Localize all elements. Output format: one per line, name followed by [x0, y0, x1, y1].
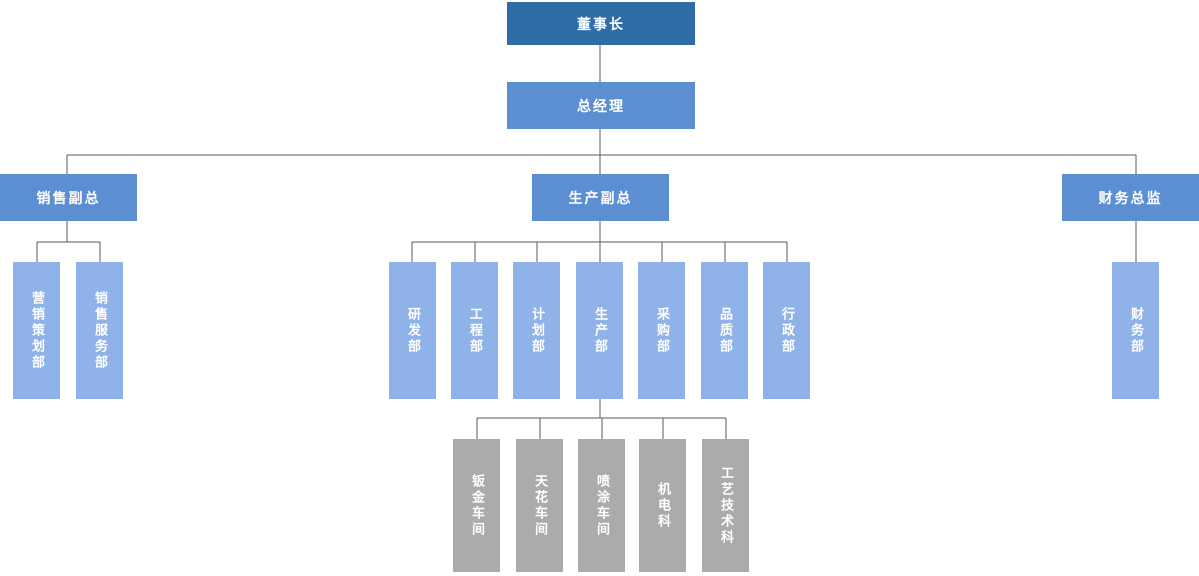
node-sheet-metal-workshop[interactable]: 钣金车间	[453, 439, 500, 572]
node-production-vp[interactable]: 生产副总	[532, 174, 669, 221]
node-marketing-planning-dept[interactable]: 营销策划部	[13, 262, 60, 399]
node-rd-dept[interactable]: 研发部	[389, 262, 436, 399]
connector-workshops-branch	[476, 399, 727, 439]
node-engineering-dept-label: 工程部	[467, 306, 482, 355]
node-marketing-planning-dept-label: 营销策划部	[29, 290, 44, 371]
node-planning-dept[interactable]: 计划部	[513, 262, 560, 399]
node-rd-dept-label: 研发部	[405, 306, 420, 355]
node-general-manager-label: 总经理	[577, 98, 625, 115]
node-spray-workshop[interactable]: 喷涂车间	[578, 439, 625, 572]
node-purchasing-dept[interactable]: 采购部	[638, 262, 685, 399]
node-purchasing-dept-label: 采购部	[654, 306, 669, 355]
node-finance-director[interactable]: 财务总监	[1062, 174, 1199, 221]
node-chairman[interactable]: 董事长	[507, 2, 695, 45]
node-finance-dept-label: 财务部	[1128, 306, 1143, 355]
node-finance-dept[interactable]: 财务部	[1112, 262, 1159, 399]
node-sheet-metal-workshop-label: 钣金车间	[469, 473, 484, 538]
connector-production-branch	[411, 221, 788, 262]
node-spray-workshop-label: 喷涂车间	[594, 473, 609, 538]
node-sales-vp[interactable]: 销售副总	[0, 174, 137, 221]
node-admin-dept[interactable]: 行政部	[763, 262, 810, 399]
connector-sales-branch	[36, 221, 101, 262]
node-mechatronics-section-label: 机电科	[655, 481, 670, 530]
node-mechatronics-section[interactable]: 机电科	[639, 439, 686, 572]
node-ceiling-workshop-label: 天花车间	[532, 473, 547, 538]
node-ceiling-workshop[interactable]: 天花车间	[516, 439, 563, 572]
connector-gm-level3	[66, 129, 1137, 174]
node-quality-dept-label: 品质部	[717, 306, 732, 355]
node-sales-service-dept[interactable]: 销售服务部	[76, 262, 123, 399]
node-sales-vp-label: 销售副总	[36, 190, 101, 207]
node-general-manager[interactable]: 总经理	[507, 82, 695, 129]
node-quality-dept[interactable]: 品质部	[701, 262, 748, 399]
node-finance-director-label: 财务总监	[1098, 190, 1163, 207]
node-production-vp-label: 生产副总	[568, 190, 633, 207]
node-engineering-dept[interactable]: 工程部	[451, 262, 498, 399]
node-process-tech-section-label: 工艺技术科	[718, 465, 733, 546]
node-process-tech-section[interactable]: 工艺技术科	[702, 439, 749, 572]
node-chairman-label: 董事长	[577, 16, 625, 33]
node-sales-service-dept-label: 销售服务部	[92, 290, 107, 371]
node-planning-dept-label: 计划部	[529, 306, 544, 355]
node-admin-dept-label: 行政部	[779, 306, 794, 355]
node-production-dept[interactable]: 生产部	[576, 262, 623, 399]
node-production-dept-label: 生产部	[592, 306, 607, 355]
